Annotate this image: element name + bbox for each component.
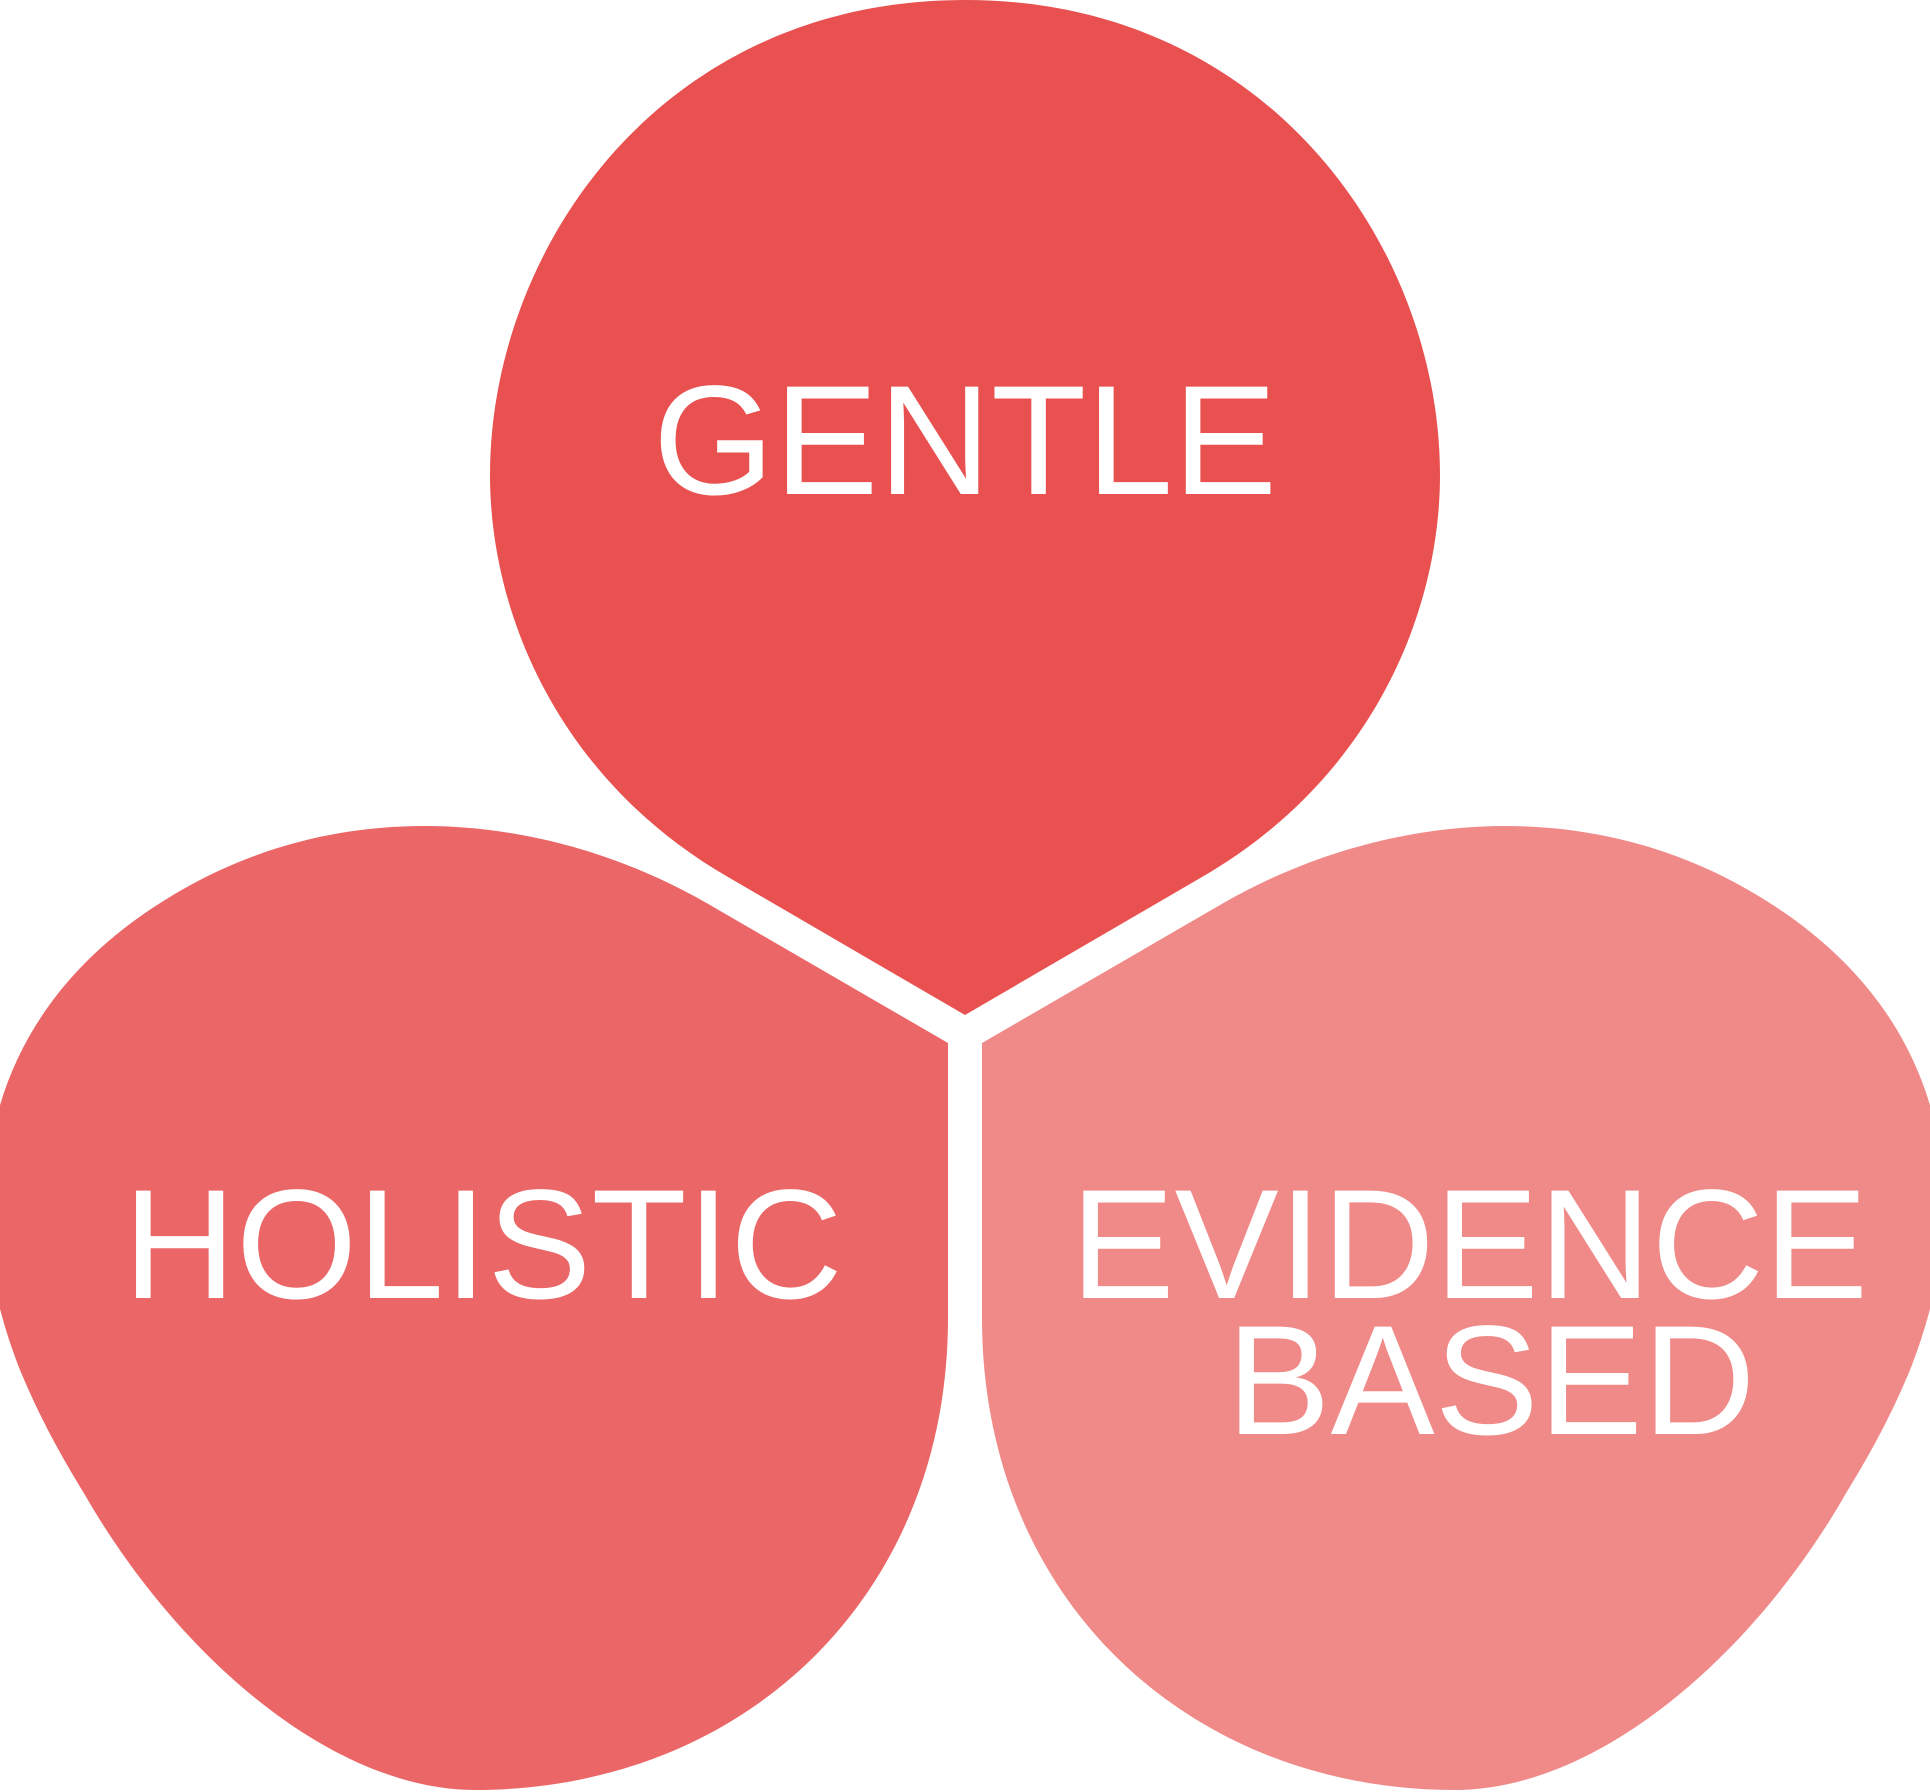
petal-evidence-based: EVIDENCE BASED xyxy=(982,826,1930,1790)
petal-gentle-shape xyxy=(490,0,1440,1015)
petal-holistic-label-line-1: HOLISTIC xyxy=(123,1158,842,1332)
petal-holistic-shape xyxy=(0,826,948,1790)
petal-evidence-based-label-line-1: EVIDENCE xyxy=(1071,1158,1869,1332)
petal-gentle-label-line-1: GENTLE xyxy=(653,354,1277,528)
petal-gentle: GENTLE xyxy=(490,0,1440,1015)
petal-evidence-based-label-line-2: BASED xyxy=(1227,1294,1756,1468)
petal-gentle-label: GENTLE xyxy=(653,354,1277,528)
petal-holistic: HOLISTIC xyxy=(0,826,948,1790)
petal-holistic-label: HOLISTIC xyxy=(123,1158,842,1332)
petal-evidence-based-shape xyxy=(982,826,1930,1790)
petal-evidence-based-label: EVIDENCE BASED xyxy=(1071,1158,1912,1468)
